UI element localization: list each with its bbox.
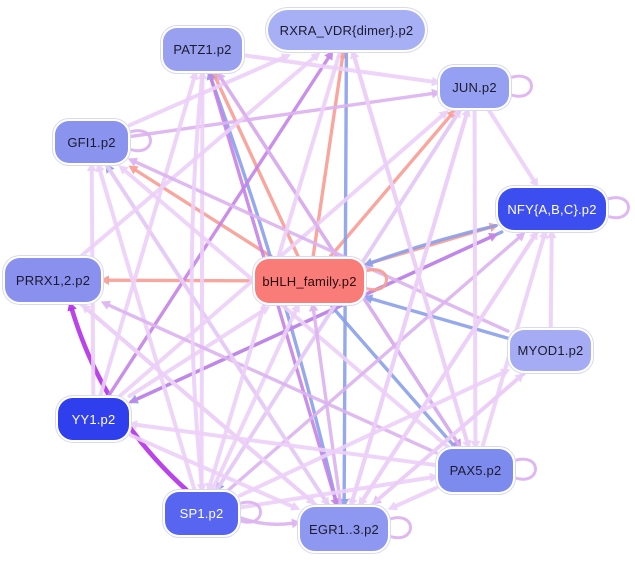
node-sp1[interactable]: SP1.p2 <box>165 492 238 535</box>
node-label: RXRA_VDR{dimer}.p2 <box>279 22 414 38</box>
node-pax5[interactable]: PAX5.p2 <box>438 449 513 492</box>
node-label: MYOD1.p2 <box>517 343 584 358</box>
edge-patz1-jun <box>242 53 441 87</box>
edge-pax5-egr <box>387 486 438 511</box>
node-label: PATZ1.p2 <box>173 42 232 57</box>
node-egr[interactable]: EGR1..3.p2 <box>300 507 388 551</box>
edge-sp1-gfi1 <box>95 162 197 492</box>
edge-sp1-myod <box>238 368 511 498</box>
node-rxra[interactable]: RXRA_VDR{dimer}.p2 <box>268 10 425 50</box>
node-label: NFY{A,B,C}.p2 <box>507 201 597 217</box>
edge-myod-gfi1 <box>127 157 510 333</box>
edge-egr-myod <box>369 373 525 507</box>
edge-sp1-egr <box>238 515 301 529</box>
edge-jun-egr <box>348 108 470 508</box>
edge-gfi1-rxra <box>128 53 291 128</box>
node-label: JUN.p2 <box>452 80 497 95</box>
edge-jun-nfy <box>486 108 539 188</box>
node-label: bHLH_family.p2 <box>262 273 357 289</box>
edge-yy1-patz1 <box>98 70 199 398</box>
edge-myod-nfy <box>546 229 557 330</box>
edge-gfi1-egr <box>104 163 330 507</box>
node-jun[interactable]: JUN.p2 <box>440 67 509 108</box>
edge-sp1-nfy <box>226 232 526 492</box>
edge-yy1-egr <box>129 433 301 511</box>
edge-nfy-egr <box>358 230 540 507</box>
node-label: SP1.p2 <box>179 506 224 521</box>
node-gfi1[interactable]: GFI1.p2 <box>55 121 128 163</box>
edge-pax5-gfi1 <box>118 165 451 449</box>
node-bhlh[interactable]: bHLH_family.p2 <box>255 259 364 303</box>
edge-yy1-nfy <box>129 233 499 404</box>
node-myod[interactable]: MYOD1.p2 <box>510 330 591 371</box>
edge-myod-bhlh <box>363 294 510 340</box>
edge-egr-bhlh <box>308 302 343 507</box>
node-patz1[interactable]: PATZ1.p2 <box>163 28 242 71</box>
edge-sp1-pax5 <box>238 472 439 510</box>
edge-jun-pax5 <box>470 108 481 450</box>
node-label: YY1.p2 <box>71 411 116 427</box>
edge-rxra-pax5 <box>350 50 472 450</box>
node-label: EGR1..3.p2 <box>309 521 379 537</box>
node-label: GFI1.p2 <box>67 134 116 150</box>
edge-yy1-jun <box>117 110 449 398</box>
edge-sp1-bhlh <box>210 302 300 492</box>
edge-nfy-bhlh <box>363 223 498 267</box>
edge-patz1-sp1 <box>189 71 207 493</box>
node-label: PAX5.p2 <box>449 463 502 478</box>
node-yy1[interactable]: YY1.p2 <box>58 398 129 440</box>
edge-pax5-yy1 <box>128 420 438 468</box>
edge-pax5-prrx <box>100 300 438 455</box>
node-nfy[interactable]: NFY{A,B,C}.p2 <box>498 188 606 230</box>
node-prrx[interactable]: PRRX1,2.p2 <box>5 258 101 302</box>
edge-gfi1-jun <box>128 88 441 139</box>
node-label: PRRX1,2.p2 <box>15 272 91 288</box>
